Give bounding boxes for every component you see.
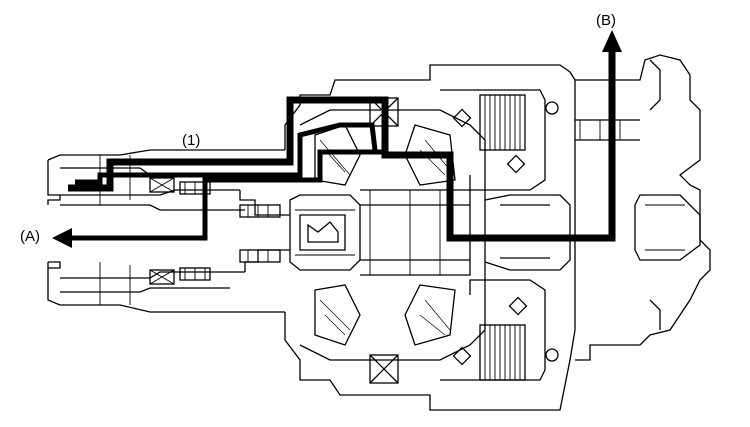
- label-1: (1): [182, 132, 201, 149]
- label-a: (A): [20, 228, 40, 245]
- front-housing: [239, 64, 576, 411]
- rear-coupling: [575, 54, 711, 361]
- flow-path-1: [68, 50, 616, 242]
- arrow-a-head: [52, 228, 72, 248]
- label-b: (B): [596, 12, 616, 29]
- arrow-b-head: [602, 30, 622, 52]
- clutch-pack: [440, 89, 559, 381]
- flow-path-2: [70, 149, 384, 241]
- pinion-shaft: [289, 194, 361, 271]
- output-shaft: [484, 119, 640, 271]
